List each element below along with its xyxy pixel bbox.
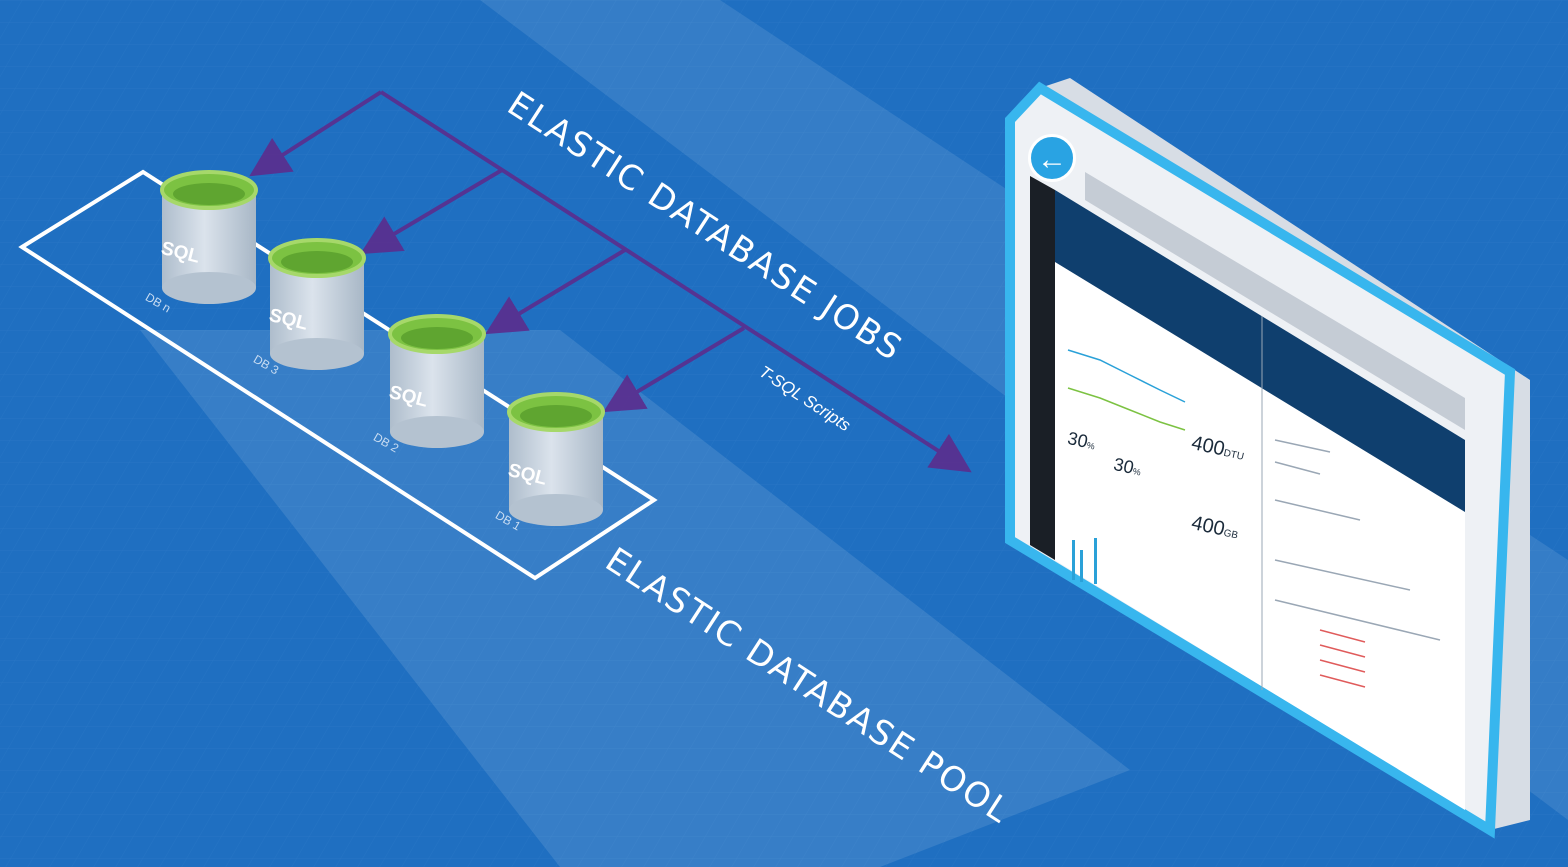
db-cylinder-2 — [388, 314, 486, 448]
job-arrows — [249, 90, 972, 473]
arrow-db-3 — [360, 168, 504, 255]
portal-sidebar — [1030, 176, 1055, 560]
db-cylinder-1 — [507, 392, 605, 526]
arrow-db-1 — [603, 326, 746, 413]
arrow-main — [379, 90, 972, 473]
db-cylinder-3 — [268, 238, 366, 370]
screen-chart-line-2 — [1067, 387, 1186, 431]
pool-outline — [18, 169, 658, 581]
arrow-db-n — [249, 90, 383, 177]
pool-band — [140, 330, 1130, 867]
portal-screen — [1030, 176, 1465, 810]
screen-chart-line-1 — [1067, 349, 1186, 403]
db-cylinder-n — [160, 170, 258, 304]
arrow-db-2 — [485, 248, 627, 335]
address-bar — [1085, 172, 1465, 430]
monitor — [1005, 78, 1530, 839]
arrow-left-icon: ← — [1037, 143, 1067, 176]
screen-code-lines — [1274, 439, 1441, 641]
back-button[interactable]: ← — [1028, 134, 1076, 182]
portal-header — [1055, 190, 1465, 512]
